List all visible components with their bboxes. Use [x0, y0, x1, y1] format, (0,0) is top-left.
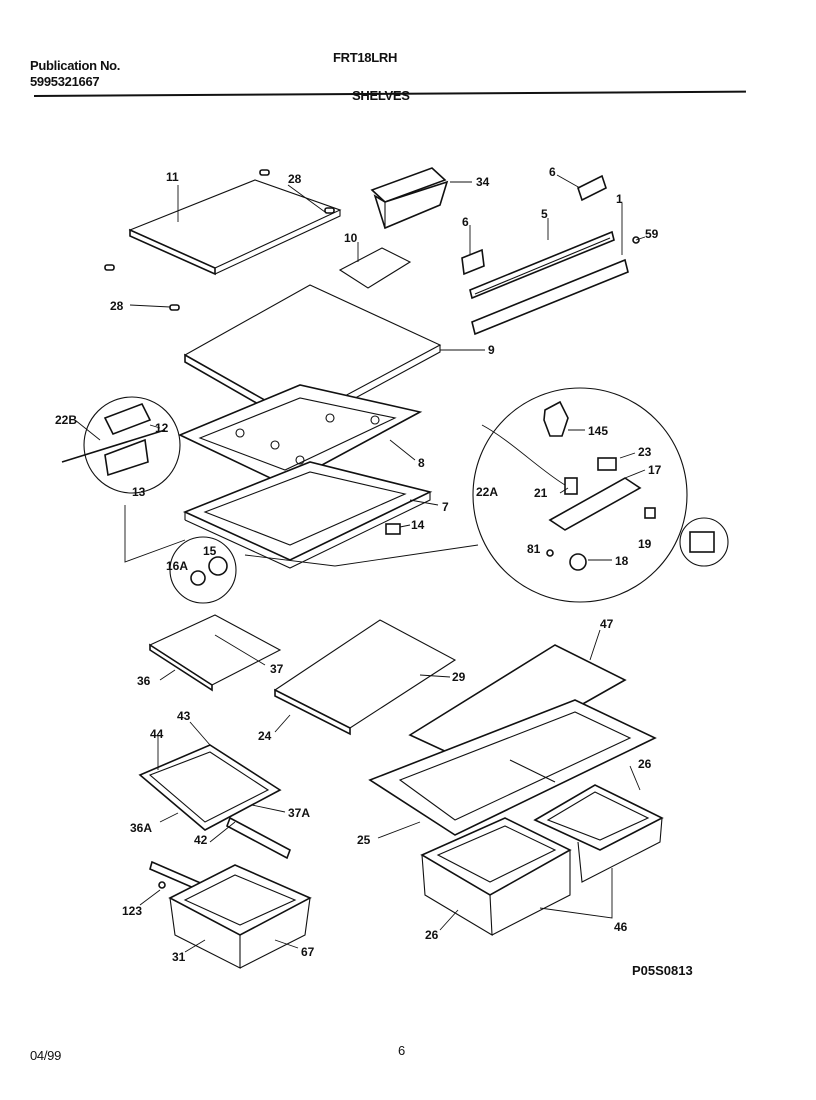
clip-14 [385, 523, 401, 535]
wire-shelf-24 [273, 619, 457, 736]
detail-leaders [124, 505, 479, 567]
callout-6-top: 6 [549, 165, 556, 179]
callout-22a: 22A [476, 485, 498, 499]
callout-21: 21 [534, 486, 548, 500]
callout-59: 59 [645, 227, 659, 241]
footer-date: 04/99 [30, 1048, 62, 1063]
callout-12: 12 [155, 421, 169, 435]
callout-47: 47 [600, 617, 614, 631]
page-number: 6 [398, 1043, 405, 1058]
callout-123: 123 [122, 904, 142, 918]
bracket-6-mid [461, 248, 485, 276]
callout-26-left: 26 [425, 928, 439, 942]
detail-circle-16a [169, 536, 237, 604]
callout-37a: 37A [288, 806, 310, 820]
callout-16a: 16A [166, 559, 188, 573]
callout-labels: 11 28 28 34 6 6 5 1 59 10 9 22B 12 8 13 … [55, 165, 662, 964]
callout-81: 81 [527, 542, 541, 556]
wire-shelf-11 [128, 179, 342, 276]
callout-1: 1 [616, 192, 623, 206]
crisper-frame-8 [178, 384, 423, 486]
callout-8: 8 [418, 456, 425, 470]
egg-tray-10 [338, 247, 412, 289]
callout-28-top: 28 [288, 172, 302, 186]
wire-shelf-36 [148, 614, 282, 692]
callout-9: 9 [488, 343, 495, 357]
callout-6-mid: 6 [462, 215, 469, 229]
callout-43: 43 [177, 709, 191, 723]
callout-67: 67 [301, 945, 315, 959]
callout-29: 29 [452, 670, 466, 684]
bin-34 [370, 167, 449, 230]
rail-5 [469, 230, 615, 300]
callout-42: 42 [194, 833, 208, 847]
glass-shelf-44 [138, 744, 282, 831]
drawer-31 [168, 864, 312, 969]
callout-23: 23 [638, 445, 652, 459]
callout-18: 18 [615, 554, 629, 568]
callout-44: 44 [150, 727, 164, 741]
callout-145: 145 [588, 424, 608, 438]
callout-leaders [74, 174, 646, 953]
detail-circle-switch [679, 517, 729, 567]
drawer-26-left [420, 817, 572, 936]
callout-15: 15 [203, 544, 217, 558]
shelf-pins-28 [104, 169, 335, 311]
section-title: SHELVES [352, 88, 410, 103]
trim-1 [471, 258, 629, 336]
crisper-frame-25 [368, 699, 657, 836]
callout-36: 36 [137, 674, 151, 688]
bracket-6-top [577, 174, 607, 202]
callout-11: 11 [166, 170, 179, 184]
callout-5: 5 [541, 207, 548, 221]
callout-7: 7 [442, 500, 449, 514]
model-number: FRT18LRH [333, 50, 398, 65]
callout-17: 17 [648, 463, 662, 477]
detail-circle-control [472, 387, 688, 603]
callout-46: 46 [614, 920, 628, 934]
crisper-cover-7 [182, 461, 433, 569]
callout-26-right: 26 [638, 757, 652, 771]
publication-number: 5995321667 [30, 74, 100, 89]
callout-28-bottom: 28 [110, 299, 124, 313]
callout-24: 24 [258, 729, 272, 743]
callout-13: 13 [132, 485, 146, 499]
callout-31: 31 [172, 950, 186, 964]
callout-22b: 22B [55, 413, 77, 427]
drawer-26-right [533, 784, 664, 883]
callout-36a: 36A [130, 821, 152, 835]
callout-14: 14 [411, 518, 425, 532]
callout-19: 19 [638, 537, 652, 551]
detail-circle-22b [61, 396, 181, 494]
callout-34: 34 [476, 175, 490, 189]
callout-25: 25 [357, 833, 371, 847]
callout-10: 10 [344, 231, 358, 245]
trim-42 [226, 816, 291, 860]
callout-37: 37 [270, 662, 284, 676]
publication-label: Publication No. [30, 58, 121, 73]
diagram-code: P05S0813 [632, 963, 693, 978]
